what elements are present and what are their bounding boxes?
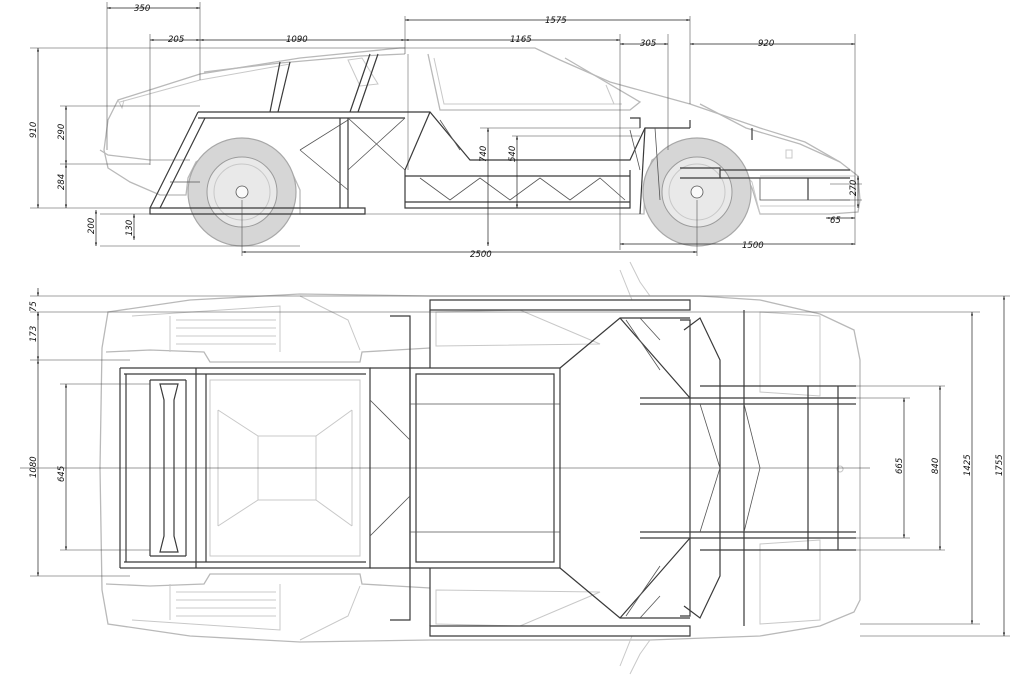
dim-label: 1080 — [29, 456, 39, 478]
dim-label: 1090 — [286, 35, 308, 45]
dim-label: 645 — [57, 466, 67, 482]
dim-label: 540 — [508, 146, 518, 162]
dim-label: 840 — [931, 458, 941, 474]
dim-label: 350 — [134, 4, 150, 14]
side-dimension-lines — [36, 6, 860, 254]
dim-label: 1425 — [963, 454, 973, 476]
dim-label: 290 — [57, 124, 67, 140]
dim-label: 65 — [830, 216, 841, 226]
side-rear-wheel — [187, 137, 297, 247]
dim-label: 130 — [125, 220, 135, 236]
dim-label: 205 — [168, 35, 184, 45]
dim-label: 665 — [895, 458, 905, 474]
top-dimension-lines — [36, 288, 1006, 636]
top-dimension-labels: 75 173 1080 645 665 840 1425 1755 — [29, 301, 1005, 482]
dim-label: 200 — [87, 218, 97, 234]
side-view: 350 205 1090 1575 1165 305 920 910 290 2… — [29, 2, 862, 260]
dim-label: 920 — [758, 39, 774, 49]
dim-label: 1755 — [995, 454, 1005, 476]
dim-label: 910 — [29, 122, 39, 138]
side-space-frame — [149, 53, 850, 215]
side-front-wheel — [642, 137, 752, 247]
dim-label: 2500 — [470, 250, 492, 260]
dim-label: 173 — [29, 326, 39, 342]
dim-label: 305 — [640, 39, 656, 49]
dim-label: 1500 — [742, 241, 764, 251]
dim-label: 1575 — [545, 16, 567, 26]
top-view: 75 173 1080 645 665 840 1425 1755 — [20, 261, 1010, 675]
dim-label: 75 — [29, 301, 39, 312]
dim-label: 740 — [479, 146, 489, 162]
side-extension-lines — [30, 2, 862, 256]
top-extension-lines — [30, 295, 1010, 637]
dim-label: 1165 — [510, 35, 532, 45]
side-dimension-labels: 350 205 1090 1575 1165 305 920 910 290 2… — [29, 4, 859, 260]
dim-label: 284 — [57, 174, 67, 190]
dim-label: 270 — [849, 180, 859, 196]
